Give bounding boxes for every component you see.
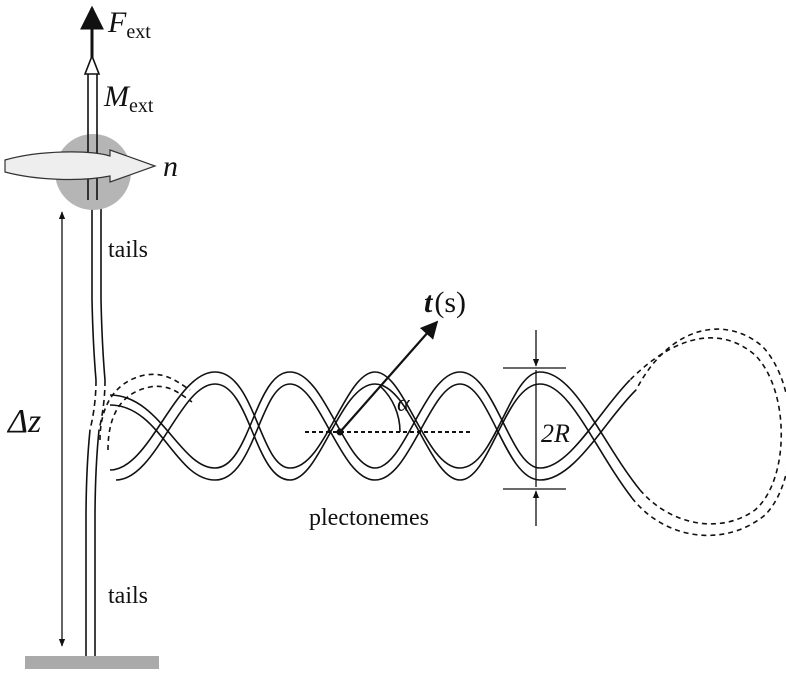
force-label: Fext xyxy=(107,6,151,43)
radius-dimension xyxy=(503,330,566,526)
plectonemes-label: plectonemes xyxy=(309,505,429,531)
extension-label: Δz xyxy=(6,403,41,440)
tails-hidden-segment xyxy=(89,379,106,431)
moment-label: Mext xyxy=(103,80,154,117)
turns-label: n xyxy=(163,150,178,183)
angle-label: α xyxy=(397,391,410,417)
plectoneme-hidden xyxy=(99,328,786,537)
substrate-surface xyxy=(25,656,159,669)
tangent-label: t(s) xyxy=(424,286,466,319)
bead xyxy=(4,72,157,210)
tails-top-label: tails xyxy=(108,237,148,263)
angle-arc xyxy=(379,385,401,433)
moment-arrowhead-icon xyxy=(83,53,101,75)
twist-arrow-icon xyxy=(4,149,157,183)
radius-label: 2R xyxy=(541,419,570,448)
tangent-vector xyxy=(336,320,439,436)
force-arrow xyxy=(80,5,104,75)
tails-strand xyxy=(85,200,106,656)
plectoneme-strands xyxy=(109,371,641,499)
tails-bottom-label: tails xyxy=(108,583,148,609)
